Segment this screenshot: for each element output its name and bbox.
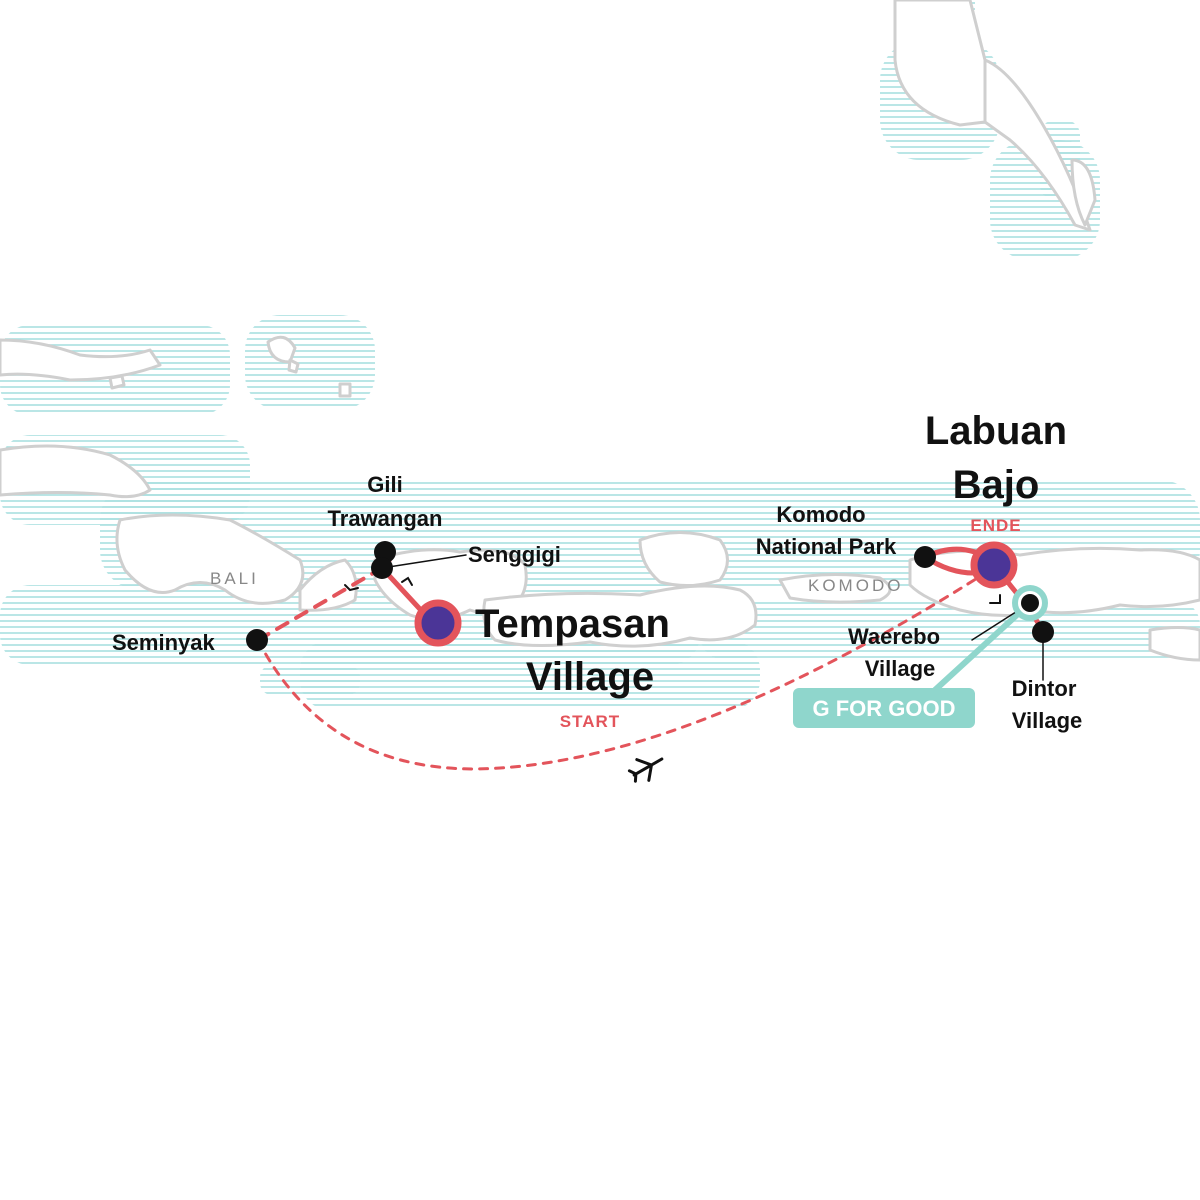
label-tempasan-line1: Tempasan — [475, 602, 670, 646]
route-stops — [246, 541, 1054, 651]
stop-waerebo-village — [1021, 594, 1039, 612]
g-for-good-badge: G FOR GOOD — [793, 688, 975, 728]
senggigi-leader — [381, 554, 467, 569]
end-tag: ENDE — [970, 516, 1021, 535]
label-labuan-line2: Bajo — [953, 463, 1040, 507]
start-tag: START — [560, 712, 620, 731]
label-waerebo-line2: Village — [865, 656, 936, 681]
airplane-icon — [627, 757, 664, 783]
stop-senggigi — [371, 557, 393, 579]
label-dintor-line1: Dintor — [1012, 676, 1077, 701]
ferry-route-bali — [256, 566, 384, 642]
badge-label: G FOR GOOD — [813, 696, 956, 721]
label-seminyak: Seminyak — [112, 630, 215, 655]
label-labuan-line1: Labuan — [925, 409, 1067, 453]
stop-dintor-village — [1032, 621, 1054, 643]
direction-arrow-3 — [989, 594, 1001, 604]
label-komodo-np-line1: Komodo — [776, 502, 865, 527]
region-label-komodo: KOMODO — [808, 576, 903, 595]
label-tempasan-line2: Village — [526, 655, 654, 699]
badge-connector — [932, 600, 1033, 693]
label-senggigi: Senggigi — [468, 542, 561, 567]
flight-route — [256, 568, 992, 771]
end-marker — [970, 541, 1018, 589]
label-komodo-np-line2: National Park — [756, 534, 897, 559]
label-gili-line2: Trawangan — [328, 506, 443, 531]
label-gili-line1: Gili — [367, 472, 402, 497]
label-dintor-line2: Village — [1012, 708, 1083, 733]
direction-arrow-2 — [401, 576, 413, 586]
label-waerebo-line1: Waerebo — [848, 624, 940, 649]
direction-arrow — [344, 584, 359, 592]
region-label-bali: BALI — [210, 569, 259, 588]
start-marker — [414, 599, 462, 647]
stop-komodo-national-park — [914, 546, 936, 568]
stop-seminyak — [246, 629, 268, 651]
